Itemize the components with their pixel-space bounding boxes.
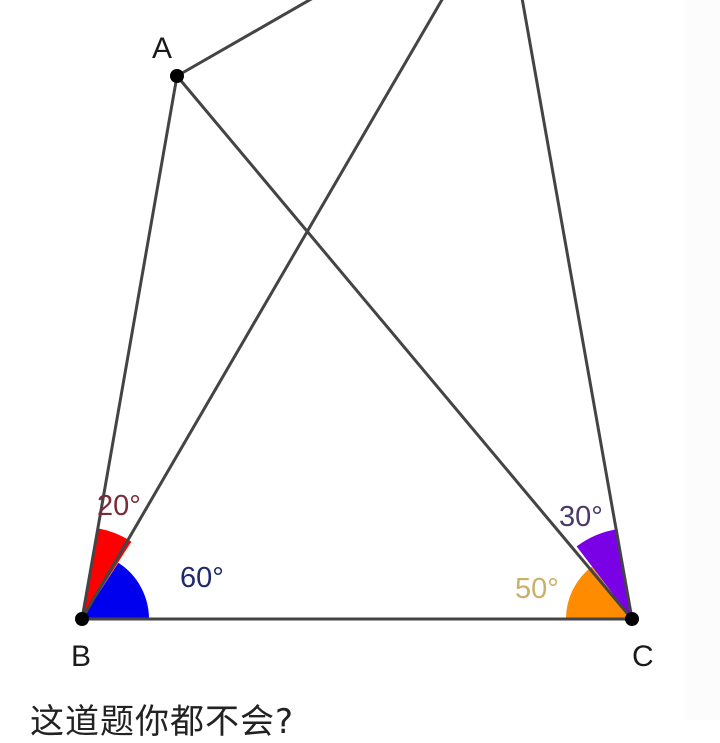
segment-b-top <box>80 0 444 621</box>
segment-ab <box>80 74 179 621</box>
background-edge <box>684 0 720 720</box>
label-b: B <box>71 640 91 673</box>
segment-ac <box>175 74 634 621</box>
label-a: A <box>152 32 172 65</box>
angle-label-c-upper: 30° <box>559 501 603 533</box>
point-b <box>75 612 89 626</box>
caption-text: 这道题你都不会? <box>30 702 295 742</box>
point-c <box>625 612 639 626</box>
label-c: C <box>632 640 654 673</box>
point-a <box>170 69 184 83</box>
angle-c-lower-sector <box>566 566 632 619</box>
angle-c-upper-sector <box>576 529 632 619</box>
segment-a-top <box>175 0 313 78</box>
angle-b-lower-sector <box>82 562 149 619</box>
angle-label-c-lower: 50° <box>515 573 559 605</box>
angle-label-b-upper: 20° <box>97 490 141 522</box>
segment-c-top <box>520 0 634 621</box>
geometry-diagram: A B C 20° 60° 30° 50° <box>71 0 654 673</box>
angle-label-b-lower: 60° <box>180 562 224 594</box>
